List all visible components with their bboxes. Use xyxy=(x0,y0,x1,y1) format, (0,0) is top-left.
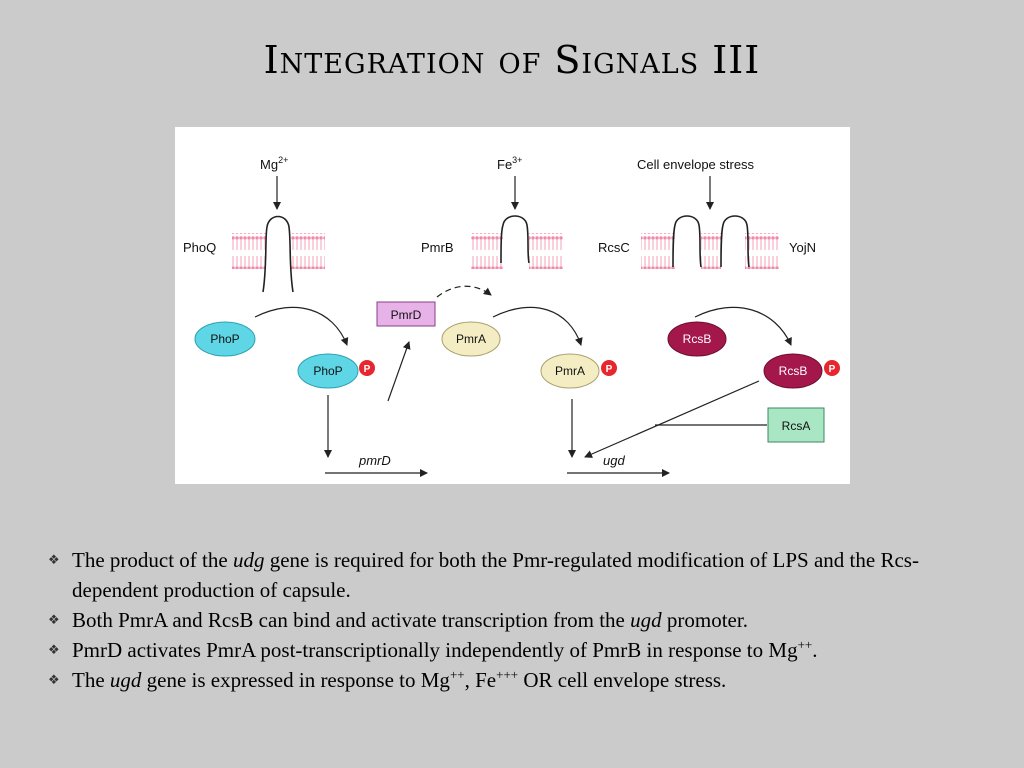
rcsb-to-ugd-arrow xyxy=(584,380,760,458)
membrane-rcs-left xyxy=(641,233,675,269)
phop-to-pmrd-arrow xyxy=(387,341,411,402)
pmra-p-label: PmrA xyxy=(555,364,585,378)
rcsc-label: RcsC xyxy=(598,240,630,255)
rcsb-p-label: RcsB xyxy=(779,364,808,378)
bullet-diamond-icon: ❖ xyxy=(48,552,60,567)
rcsa-box xyxy=(767,407,825,443)
phop-node xyxy=(194,321,256,357)
membrane-phoq-left xyxy=(232,233,266,269)
rcsb-phospho-arrow xyxy=(694,306,792,346)
pmrd-to-pmra-arrow xyxy=(436,285,492,298)
pmra-phosphate xyxy=(601,360,617,376)
phop-phospho-arrow xyxy=(254,306,349,346)
mg-signal-label: Mg2+ xyxy=(260,155,288,172)
pmra-phospho-arrow xyxy=(492,306,583,346)
rcsb-phosphate-label: P xyxy=(829,364,836,375)
bullet-item-4: ❖ The ugd gene is expressed in response … xyxy=(48,665,988,695)
diagram-svg: Mg2+ Fe3+ Cell envelope stress PhoQ PmrB… xyxy=(183,155,840,477)
stress-signal-label: Cell envelope stress xyxy=(637,157,755,172)
bullet-item-1: ❖ The product of the udg gene is require… xyxy=(48,545,988,605)
pmra-p-node xyxy=(540,353,600,389)
phop-p-node xyxy=(297,353,359,389)
yojn-sensor xyxy=(720,215,750,268)
yojn-label: YojN xyxy=(789,240,816,255)
rcsb-node xyxy=(667,321,727,357)
rcsa-label: RcsA xyxy=(782,419,811,433)
rcsb-phosphate xyxy=(824,360,840,376)
slide-title: Integration of Signals III xyxy=(263,38,761,82)
bullet-diamond-icon: ❖ xyxy=(48,672,60,687)
phoq-label: PhoQ xyxy=(183,240,216,255)
phop-phosphate-label: P xyxy=(364,364,371,375)
pmrd-box xyxy=(376,301,436,327)
phoq-sensor xyxy=(262,215,294,293)
membrane-phoq-right xyxy=(291,233,325,269)
pmrb-sensor xyxy=(500,215,530,264)
rcsc-sensor xyxy=(672,215,702,268)
pmrd-gene-label: pmrD xyxy=(358,453,391,468)
membrane-pmrb-right xyxy=(529,233,563,269)
pmra-phosphate-label: P xyxy=(606,364,613,375)
phop-label: PhoP xyxy=(210,332,239,346)
pmrd-label: PmrD xyxy=(391,308,422,322)
bullet-item-3: ❖ PmrD activates PmrA post-transcription… xyxy=(48,635,988,665)
membrane-rcs-right xyxy=(745,233,779,269)
pmra-node xyxy=(441,321,501,357)
bullet-diamond-icon: ❖ xyxy=(48,612,60,627)
signaling-diagram: Mg2+ Fe3+ Cell envelope stress PhoQ PmrB… xyxy=(175,127,850,484)
pmrb-label: PmrB xyxy=(421,240,454,255)
phop-p-label: PhoP xyxy=(313,364,342,378)
membrane-rcs-mid xyxy=(701,233,721,269)
rcsb-p-node xyxy=(763,353,823,389)
ugd-gene-label: ugd xyxy=(603,453,625,468)
pmra-label: PmrA xyxy=(456,332,486,346)
membrane-pmrb-left xyxy=(471,233,503,269)
fe-signal-label: Fe3+ xyxy=(497,155,522,172)
bullet-item-2: ❖ Both PmrA and RcsB can bind and activa… xyxy=(48,605,988,635)
bullet-diamond-icon: ❖ xyxy=(48,642,60,657)
rcsb-label: RcsB xyxy=(683,332,712,346)
bullet-list: ❖ The product of the udg gene is require… xyxy=(48,545,988,695)
phop-phosphate xyxy=(359,360,375,376)
